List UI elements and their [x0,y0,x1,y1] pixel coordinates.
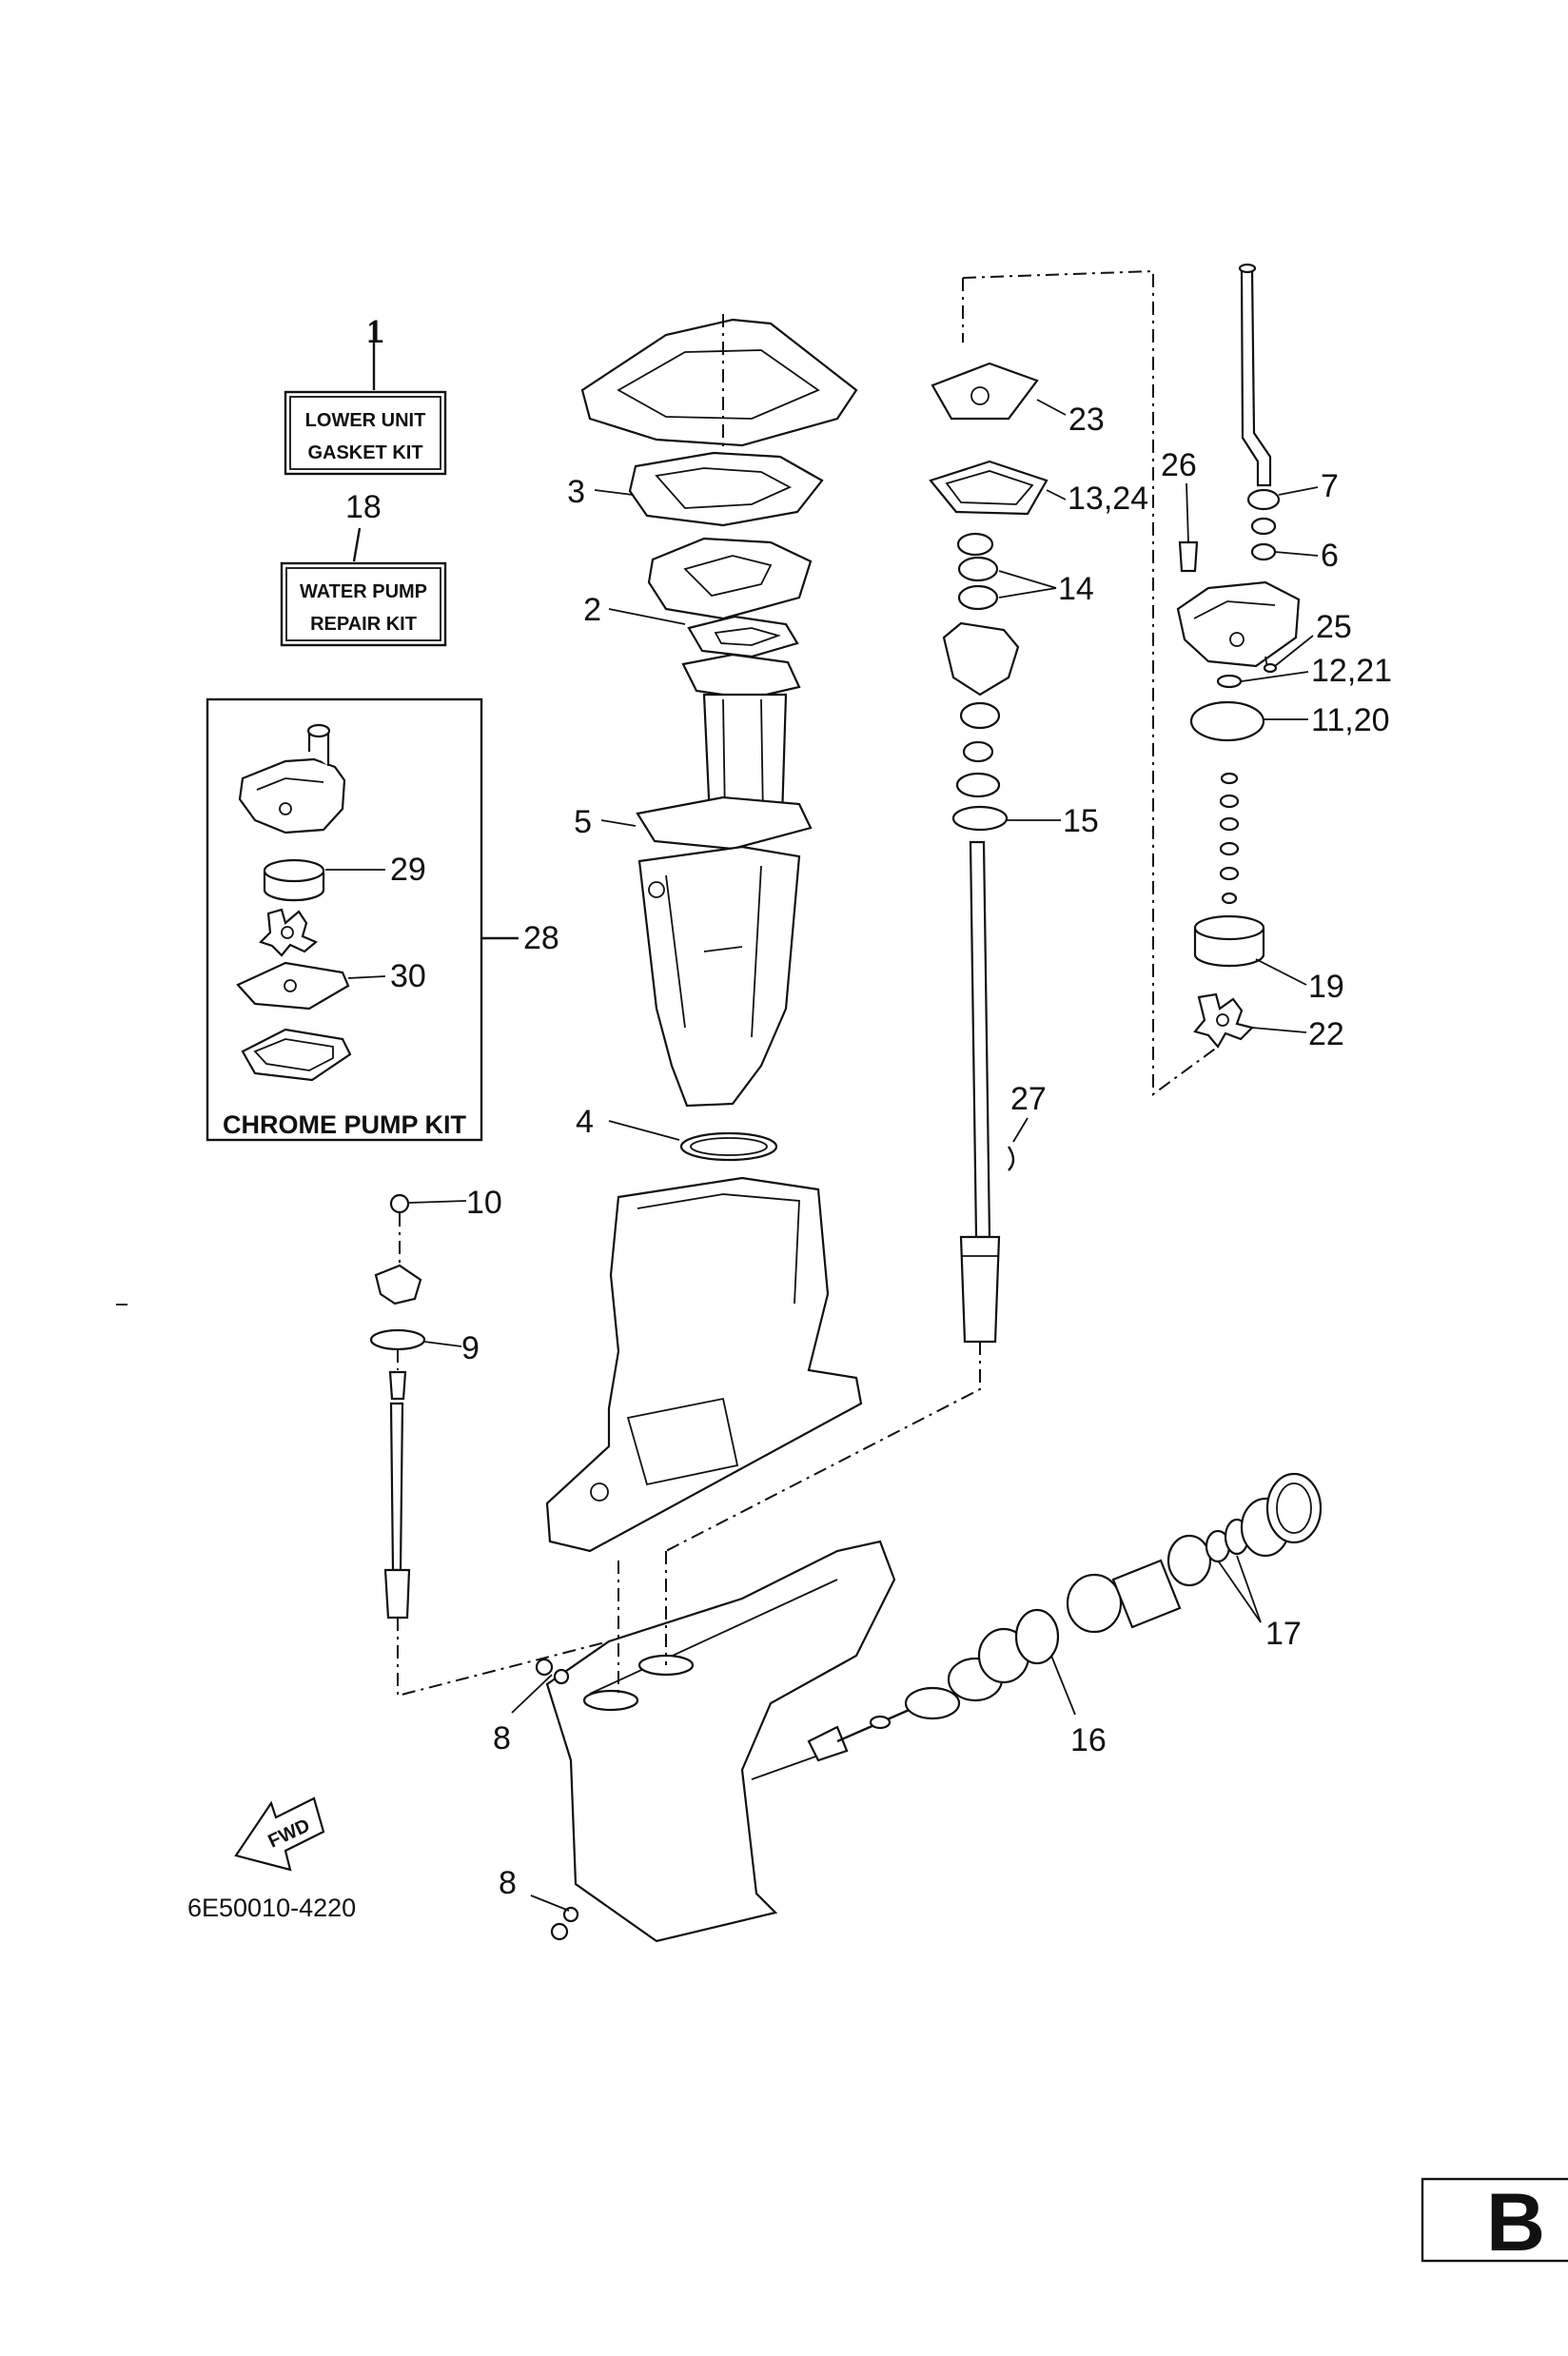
callout-28: 28 [523,920,559,956]
chrome-pump-kit-box: 28 CHROME PUMP KIT 29 30 [206,697,559,1142]
callout-15: 15 [1063,803,1099,839]
chrome-pump-gasket [241,1028,352,1082]
upper-mounting-plate [580,314,858,447]
gasket-4: 4 [576,1104,778,1162]
upper-casing [637,845,801,1108]
callout-23: 23 [1068,402,1105,438]
lower-unit-kit-line2: GASKET KIT [307,442,422,463]
callout-3: 3 [567,474,585,510]
chrome-pump-impeller [258,908,319,957]
callout-10: 10 [466,1185,502,1221]
water-pump-repair-kit-box: 18 WATER PUMP REPAIR KIT [280,489,447,647]
water-tube-assembly: 7 6 26 25 12,21 11,20 [1161,263,1392,1052]
callout-17: 17 [1265,1616,1302,1652]
shift-rod-assembly: 10 9 [369,1185,610,1698]
chrome-pump-insert: 29 [263,852,426,902]
water-pump-kit-line2: REPAIR KIT [310,614,417,635]
lower-unit-kit-line1: LOWER UNIT [305,410,426,431]
chrome-pump-housing [238,723,346,834]
gasket-2: 2 [583,592,799,658]
callout-26: 26 [1161,447,1197,483]
callout-12-21: 12,21 [1311,653,1392,689]
callout-7: 7 [1321,468,1339,504]
forward-direction-arrow: FWD [234,1796,325,1872]
page-tab: B [1421,2177,1568,2268]
callout-4: 4 [576,1104,594,1140]
callout-9: 9 [461,1330,480,1366]
exhaust-guide [647,537,813,620]
callout-25: 25 [1316,609,1352,645]
lower-unit-gasket-kit-box: 1 LOWER UNIT GASKET KIT [284,314,447,476]
callout-30: 30 [390,958,426,994]
drawing-code: 6E50010-4220 [187,1894,356,1922]
extension-plate [681,653,801,700]
lower-upper-casing [545,1176,863,1553]
callout-16: 16 [1070,1722,1107,1758]
chrome-pump-outer-plate: 30 [236,958,426,1011]
callout-22: 22 [1308,1016,1344,1052]
gasket-3: 3 [567,451,824,527]
exhaust-pipe [702,693,788,820]
page-tab-label: B [1486,2177,1545,2268]
callout-8-lower: 8 [499,1865,517,1901]
chrome-pump-kit-label: CHROME PUMP KIT [223,1110,467,1139]
callout-27: 27 [1010,1081,1047,1117]
callout-8-upper: 8 [493,1720,511,1757]
callout-2: 2 [583,592,601,628]
callout-6: 6 [1321,538,1339,574]
bolt-8-lower: 8 [499,1865,579,1941]
water-pump-kit-line1: WATER PUMP [300,581,427,602]
callout-19: 19 [1308,969,1344,1005]
callout-29: 29 [390,852,426,888]
callout-14: 14 [1058,571,1094,607]
callout-11-20: 11,20 [1311,702,1390,738]
bolt-8-upper: 8 [493,1658,570,1757]
callout-13-24: 13,24 [1068,481,1148,517]
lower-gearcase [545,1540,896,1943]
callout-1: 1 [366,314,384,350]
callout-18: 18 [345,489,382,525]
propeller-shaft-assembly: 16 17 [836,1472,1323,1758]
callout-5: 5 [574,804,592,840]
drive-shaft-assembly: 23 13,24 14 15 27 [665,269,1219,1552]
gasket-5: 5 [574,795,813,851]
